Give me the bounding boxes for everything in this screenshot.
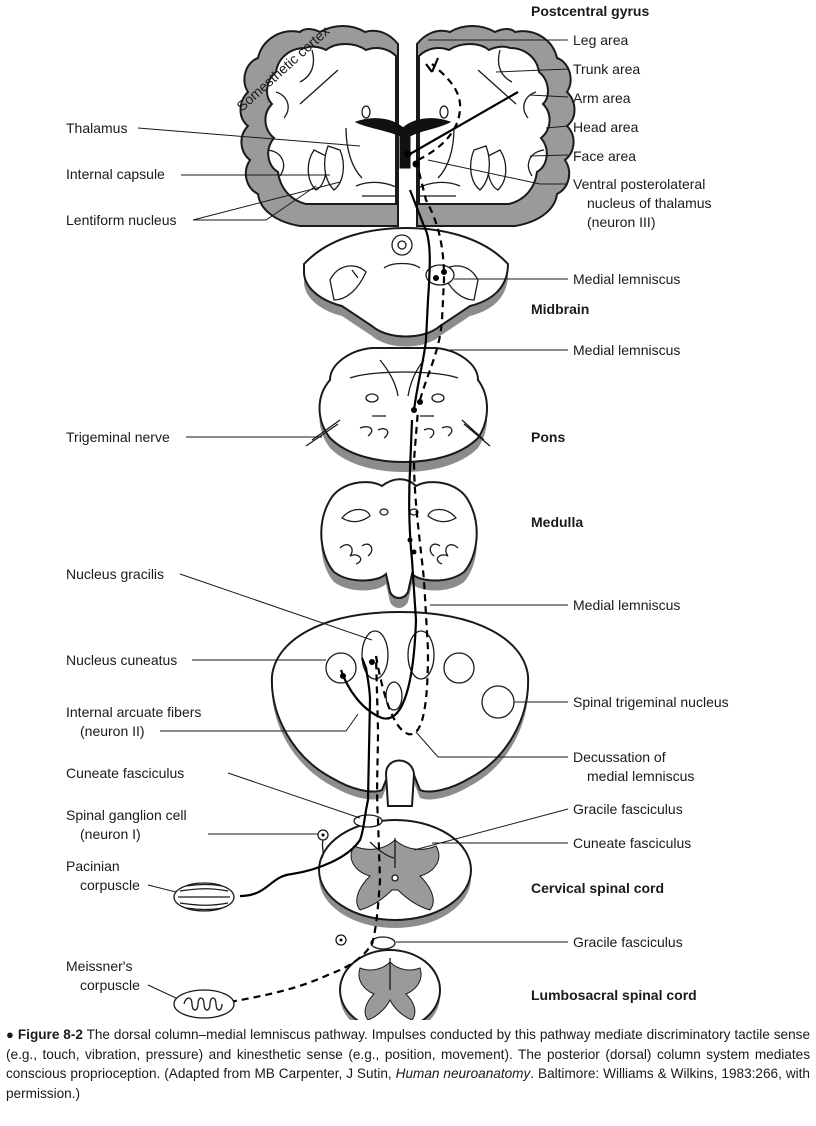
- label-postcentral-gyrus: Postcentral gyrus: [531, 3, 649, 19]
- label-internal-arcuate-line2: (neuron II): [80, 723, 145, 739]
- neuron-i-solid: [239, 657, 372, 898]
- label-spinal-ganglion-line2: (neuron I): [80, 826, 141, 842]
- figure-caption: ● Figure 8-2 The dorsal column–medial le…: [6, 1025, 810, 1103]
- label-vpl-line2: nucleus of thalamus: [587, 195, 712, 211]
- neuron-ii-dashed: [374, 409, 430, 736]
- label-cuneate-fasciculus-1: Cuneate fasciculus: [66, 765, 184, 781]
- label-medulla: Medulla: [531, 514, 583, 530]
- label-internal-arcuate-line1: Internal arcuate fibers: [66, 704, 201, 720]
- label-pons: Pons: [531, 429, 565, 445]
- label-nucleus-gracilis: Nucleus gracilis: [66, 566, 164, 582]
- label-meissner-line2: corpuscle: [80, 977, 140, 993]
- neuron-iii-solid: [409, 91, 519, 155]
- lumbosacral-cord-section: [339, 936, 441, 1020]
- neuron-ii-solid: [339, 419, 418, 720]
- label-face-area: Face area: [573, 148, 636, 164]
- label-spinal-trigeminal-nucleus: Spinal trigeminal nucleus: [573, 694, 729, 710]
- label-midbrain: Midbrain: [531, 301, 589, 317]
- caption-figure-number: Figure 8-2: [17, 1027, 83, 1042]
- cervical-cord-section: [318, 814, 472, 928]
- nucleus-gracilis: [361, 630, 389, 680]
- label-pacinian-line2: corpuscle: [80, 877, 140, 893]
- label-vpl-line3: (neuron III): [587, 214, 655, 230]
- text-labels: Postcentral gyrus Somesthetic cortex Leg…: [66, 3, 729, 1003]
- pons-section: [305, 347, 491, 472]
- left-white-matter: [264, 43, 397, 205]
- nucleus-cuneatus-left: [325, 652, 357, 684]
- label-decussation-line1: Decussation of: [573, 749, 666, 765]
- pathway-fibers: [173, 57, 519, 1019]
- label-decussation-line2: medial lemniscus: [587, 768, 694, 784]
- label-lumbosacral-spinal-cord: Lumbosacral spinal cord: [531, 987, 697, 1003]
- pons-outline: [318, 347, 488, 464]
- label-meissner-line1: Meissner's: [66, 958, 132, 974]
- leader-lines: [137, 39, 569, 999]
- caption-citation-end: . Baltimore: Williams & Wilkins, 1983:26…: [6, 1066, 810, 1101]
- caption-book-title: Human neuroanatomy: [395, 1066, 531, 1081]
- midbrain-outline: [303, 226, 510, 338]
- label-trigeminal-nerve: Trigeminal nerve: [66, 429, 170, 445]
- label-spinal-ganglion-line1: Spinal ganglion cell: [66, 807, 187, 823]
- midbrain-section: [303, 226, 510, 347]
- caption-bullet: ●: [6, 1027, 14, 1042]
- label-nucleus-cuneatus: Nucleus cuneatus: [66, 652, 177, 668]
- label-cervical-spinal-cord: Cervical spinal cord: [531, 880, 664, 896]
- label-leg-area: Leg area: [573, 32, 628, 48]
- label-medial-lemniscus-2: Medial lemniscus: [573, 342, 680, 358]
- neuron-iii-dashed: [417, 63, 462, 161]
- label-gracile-fasciculus-1: Gracile fasciculus: [573, 801, 683, 817]
- label-arm-area: Arm area: [573, 90, 631, 106]
- label-pacinian-line1: Pacinian: [66, 858, 120, 874]
- label-vpl-line1: Ventral posterolateral: [573, 176, 705, 192]
- label-cuneate-fasciculus-2: Cuneate fasciculus: [573, 835, 691, 851]
- neuron-i-dashed: [229, 655, 382, 1004]
- label-medial-lemniscus-3: Medial lemniscus: [573, 597, 680, 613]
- pathway-diagram: Postcentral gyrus Somesthetic cortex Leg…: [66, 3, 729, 1020]
- medulla-section: [320, 478, 478, 608]
- label-head-area: Head area: [573, 119, 639, 135]
- label-lentiform-nucleus: Lentiform nucleus: [66, 212, 177, 228]
- label-thalamus: Thalamus: [66, 120, 127, 136]
- label-internal-capsule: Internal capsule: [66, 166, 165, 182]
- label-medial-lemniscus-1: Medial lemniscus: [573, 271, 680, 287]
- caption-text: The dorsal column–medial lemniscus pathw…: [6, 1027, 811, 1081]
- label-trunk-area: Trunk area: [573, 61, 640, 77]
- nucleus-cuneatus-right: [443, 652, 475, 684]
- spinal-trigeminal-nucleus-shape: [481, 685, 515, 719]
- label-gracile-fasciculus-2: Gracile fasciculus: [573, 934, 683, 950]
